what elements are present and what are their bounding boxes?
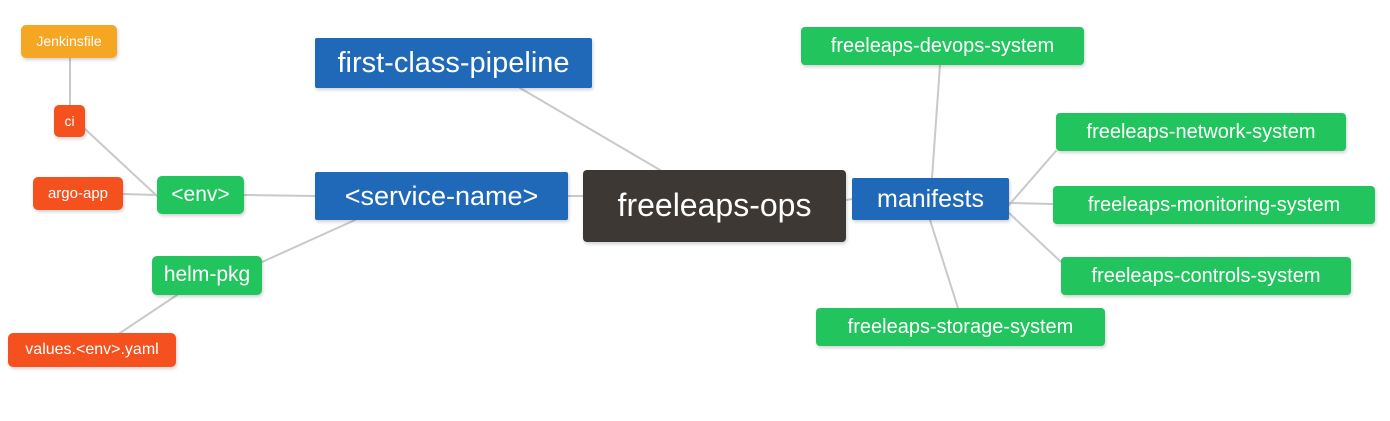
node-label-freeleaps-monitoring-system: freeleaps-monitoring-system <box>1087 193 1341 216</box>
node-env[interactable]: <env> <box>157 176 244 214</box>
node-argo-app[interactable]: argo-app <box>33 177 123 210</box>
node-freeleaps-storage-system[interactable]: freeleaps-storage-system <box>816 308 1105 346</box>
edge-values-yaml-to-helm-pkg <box>119 294 178 334</box>
node-freeleaps-devops-system[interactable]: freeleaps-devops-system <box>801 27 1084 65</box>
edge-manifests-to-freeleaps-devops-system <box>931 64 941 179</box>
node-freeleaps-monitoring-system[interactable]: freeleaps-monitoring-system <box>1053 186 1375 224</box>
node-freeleaps-network-system[interactable]: freeleaps-network-system <box>1056 113 1346 151</box>
node-label-freeleaps-ops: freeleaps-ops <box>617 187 812 224</box>
node-values-yaml[interactable]: values.<env>.yaml <box>8 333 176 367</box>
node-label-freeleaps-network-system: freeleaps-network-system <box>1086 120 1316 143</box>
node-label-freeleaps-devops-system: freeleaps-devops-system <box>830 34 1055 57</box>
node-label-values-yaml: values.<env>.yaml <box>25 340 159 358</box>
node-label-argo-app: argo-app <box>47 184 109 202</box>
node-manifests[interactable]: manifests <box>852 178 1009 220</box>
node-label-service-name: <service-name> <box>344 180 539 211</box>
node-jenkinsfile[interactable]: Jenkinsfile <box>21 25 117 58</box>
edge-env-to-service-name <box>243 194 316 197</box>
node-label-freeleaps-controls-system: freeleaps-controls-system <box>1091 264 1321 287</box>
node-label-helm-pkg: helm-pkg <box>163 263 251 287</box>
node-ci[interactable]: ci <box>54 105 85 137</box>
edge-helm-pkg-to-service-name <box>261 219 356 263</box>
node-first-class-pipeline[interactable]: first-class-pipeline <box>315 38 592 88</box>
node-label-ci: ci <box>64 112 75 129</box>
node-helm-pkg[interactable]: helm-pkg <box>152 256 262 295</box>
edge-manifests-to-freeleaps-storage-system <box>929 219 959 309</box>
node-label-freeleaps-storage-system: freeleaps-storage-system <box>847 315 1074 338</box>
node-label-env: <env> <box>171 182 230 206</box>
node-freeleaps-ops[interactable]: freeleaps-ops <box>583 170 846 242</box>
node-service-name[interactable]: <service-name> <box>315 172 568 220</box>
node-label-manifests: manifests <box>877 184 984 213</box>
edge-first-class-pipeline-to-freeleaps-ops <box>519 87 661 171</box>
node-label-jenkinsfile: Jenkinsfile <box>36 33 102 50</box>
node-freeleaps-controls-system[interactable]: freeleaps-controls-system <box>1061 257 1351 295</box>
edge-manifests-to-freeleaps-monitoring-system <box>1008 202 1054 205</box>
node-label-first-class-pipeline: first-class-pipeline <box>337 46 570 79</box>
edge-argo-app-to-env <box>122 193 158 196</box>
edge-manifests-to-freeleaps-network-system <box>1008 150 1057 206</box>
